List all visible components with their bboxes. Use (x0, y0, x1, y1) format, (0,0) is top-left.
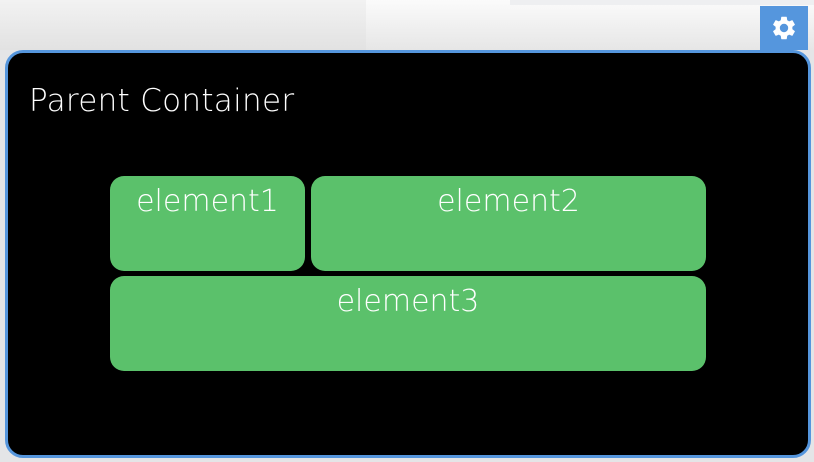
background (0, 0, 366, 50)
top-panel (366, 0, 814, 50)
element1[interactable]: element1 (110, 176, 305, 271)
settings-button[interactable] (760, 6, 808, 50)
parent-container: Parent Container element1 element2 eleme… (5, 50, 811, 458)
element2[interactable]: element2 (311, 176, 706, 271)
top-panel-edge (510, 0, 814, 5)
gear-icon (773, 16, 795, 40)
parent-container-title: Parent Container (29, 83, 295, 119)
element3[interactable]: element3 (110, 276, 706, 371)
